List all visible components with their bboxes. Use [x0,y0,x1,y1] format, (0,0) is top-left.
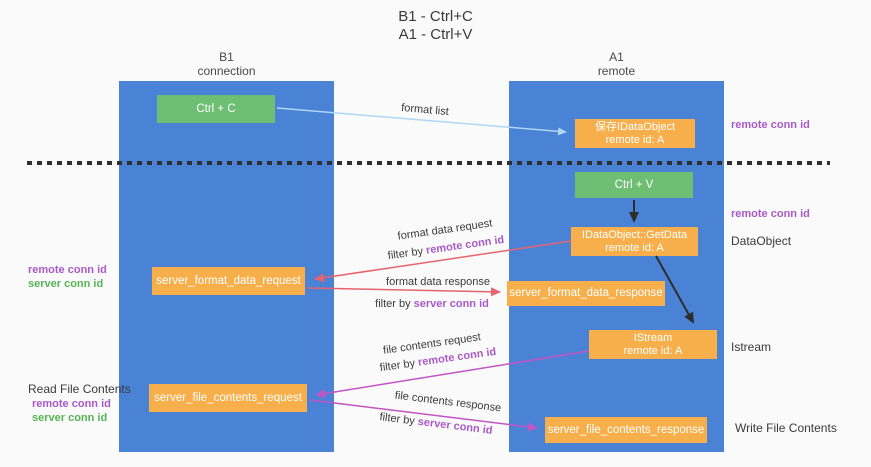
node-server-format-data-response-label: server_format_data_response [509,287,663,299]
filter-by-text: filter by [375,298,411,310]
remote-conn-id-key: remote conn id [425,233,505,257]
lifeline-a1-subtitle: remote [597,64,636,78]
filter-by-text: filter by [378,411,416,428]
node-server-format-data-request: server_format_data_request [152,267,305,295]
node-istream-line1: IStream [633,331,673,344]
format-data-response-filter-label: filter by server conn id [375,298,489,310]
format-data-response-arrow [307,287,501,297]
server-conn-id-key: server conn id [417,415,494,437]
file-contents-response-filter-label: filter by server conn id [379,411,493,437]
annotation-read-file-contents: Read File Contents [28,382,131,396]
node-istream: IStream remote id: A [589,330,717,359]
annotation-remote-conn-id-bottom-left: remote conn id [32,398,111,410]
node-istream-line2: remote id: A [623,344,683,357]
node-server-format-data-response: server_format_data_response [507,281,665,306]
node-server-file-contents-response: server_file_contents_response [545,417,707,443]
server-conn-id-key: server conn id [413,298,489,310]
diagram-title: B1 - Ctrl+C A1 - Ctrl+V [0,8,871,44]
node-save-idataobject-line2: remote id: A [605,133,665,146]
lifeline-a1-title: A1 [609,50,624,64]
node-server-file-contents-request: server_file_contents_request [149,384,307,412]
node-save-idataobject: 保存IDataObject remote id: A [575,119,695,148]
annotation-remote-conn-id-mid-left: remote conn id [28,264,107,276]
title-line-2: A1 - Ctrl+V [398,26,473,43]
lifeline-b1-subtitle: connection [197,64,256,78]
node-idataobject-getdata-line2: remote id: A [605,241,664,254]
annotation-write-file-contents: Write File Contents [735,421,837,435]
annotation-dataobject: DataObject [731,234,792,248]
node-server-file-contents-response-label: server_file_contents_response [547,423,705,436]
lifeline-header-a1: A1 remote [509,50,724,78]
node-ctrl-c-label: Ctrl + C [196,102,236,115]
dashed-separator-line [27,161,830,165]
annotation-remote-conn-id-mid-right: remote conn id [731,208,810,220]
node-ctrl-v: Ctrl + V [575,172,693,198]
filter-by-text: filter by [379,357,416,375]
node-server-format-data-request-label: server_format_data_request [156,274,301,287]
lifeline-header-b1: B1 connection [119,50,334,78]
node-server-file-contents-request-label: server_file_contents_request [154,391,302,404]
lifeline-b1-title: B1 [219,50,234,64]
annotation-istream: Istream [731,340,772,354]
title-line-1: B1 - Ctrl+C [398,8,473,25]
node-idataobject-getdata: IDataObject::GetData remote id: A [571,227,698,256]
annotation-server-conn-id-bottom-left: server conn id [32,412,108,424]
annotation-server-conn-id-mid-left: server conn id [28,278,104,290]
node-ctrl-c: Ctrl + C [157,95,275,123]
node-idataobject-getdata-line1: IDataObject::GetData [581,228,688,241]
format-data-response-label: format data response [386,276,490,288]
filter-by-text: filter by [387,245,424,263]
annotation-remote-conn-id-top-right: remote conn id [731,119,810,131]
file-contents-response-label: file contents response [394,389,502,415]
format-list-label: format list [400,101,450,119]
node-ctrl-v-label: Ctrl + V [614,178,654,191]
node-save-idataobject-line1: 保存IDataObject [594,120,676,133]
